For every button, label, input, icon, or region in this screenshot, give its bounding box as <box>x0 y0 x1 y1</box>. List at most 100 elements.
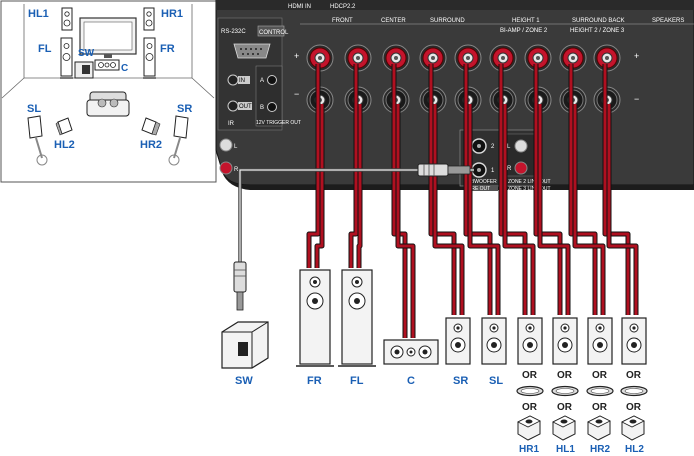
ir-label: IR <box>228 121 235 127</box>
dolby-enabled-speaker-icon <box>517 415 541 441</box>
height-alt-4: OR OR <box>620 370 648 441</box>
terminal-pair-2 <box>344 44 372 114</box>
fr-tower-speaker <box>296 269 334 367</box>
sl-speaker-icon <box>27 115 48 166</box>
ir-out-label: OUT <box>239 104 252 110</box>
zone-r-label: R <box>507 166 512 172</box>
panel-control-label: CONTROL <box>259 30 289 36</box>
subwoofer-label: SUBWOOFER <box>464 179 497 185</box>
label-fr: FR <box>307 375 322 387</box>
terminal-pair-5 <box>454 44 482 114</box>
hl1-bookshelf-speaker <box>552 317 578 365</box>
trigger-b-label: B <box>260 105 264 111</box>
label-sw: SW <box>235 375 253 387</box>
label-hl2: HL2 <box>625 444 644 455</box>
hr2-speaker-icon <box>141 117 161 136</box>
group-surroundback-sub-label: HEIGHT 2 / ZONE 3 <box>570 28 625 34</box>
zone-l-label: L <box>507 144 511 150</box>
or-label: OR <box>557 402 573 413</box>
dolby-enabled-speaker-icon <box>621 415 645 441</box>
polarity-plus-right: + <box>634 51 639 61</box>
height-alt-2: OR OR <box>551 370 579 441</box>
room-label-fl: FL <box>38 43 52 55</box>
room-label-hl1: HL1 <box>28 8 49 20</box>
speaker-terminal-headers: FRONT CENTER SURROUND HEIGHT 1 BI-AMP / … <box>300 18 694 34</box>
room-label-hl2: HL2 <box>54 139 75 151</box>
zone-lineout-label: ZONE 2 LINE OUT <box>508 179 551 185</box>
group-height1-sub-label: BI-AMP / ZONE 2 <box>500 28 548 34</box>
label-fl: FL <box>350 375 364 387</box>
rca-plug-sub <box>233 261 247 311</box>
group-front-label: FRONT <box>332 18 353 24</box>
group-center-label: CENTER <box>381 18 406 24</box>
panel-rs232c-label: RS-232C <box>221 29 246 35</box>
left-l-label: L <box>234 144 238 150</box>
label-sr: SR <box>453 375 468 387</box>
polarity-minus-right: − <box>634 94 639 104</box>
or-label: OR <box>557 370 573 381</box>
hr2-bookshelf-speaker <box>587 317 613 365</box>
rs232c-port <box>233 43 271 59</box>
receiver-rear-panel: HDMI IN HDCP2.2 RS-232C CONTROL IN OUT I… <box>215 0 694 192</box>
trigger-a-label: A <box>260 78 264 84</box>
panel-hdmi-in-label: HDMI IN <box>288 4 311 10</box>
left-r-label: R <box>234 167 239 173</box>
sr-speaker-icon <box>168 115 189 166</box>
dolby-enabled-speaker-icon <box>587 415 611 441</box>
polarity-minus-left: − <box>294 89 299 99</box>
zone-line-label: ZONE 3 LINE OUT <box>508 186 551 192</box>
sl-bookshelf-speaker <box>481 317 507 365</box>
room-layout: HL1 HR1 FL FR SW C SL SR HL2 HR2 <box>0 0 217 183</box>
sofa-icon <box>86 91 130 117</box>
or-label: OR <box>592 402 608 413</box>
label-c: C <box>407 375 415 387</box>
hr1-speaker-icon <box>143 7 155 31</box>
height-speaker-alternatives: OR OR OR OR OR OR OR OR <box>516 370 648 441</box>
polarity-plus-left: + <box>294 51 299 61</box>
fr-speaker-icon <box>143 37 156 79</box>
dolby-enabled-speaker-icon <box>552 415 576 441</box>
subwoofer-cable <box>233 163 474 311</box>
sr-bookshelf-speaker <box>445 317 471 365</box>
subwoofer-unit <box>221 321 269 369</box>
or-label: OR <box>592 370 608 381</box>
room-label-hr2: HR2 <box>140 139 162 151</box>
ir-in-label: IN <box>239 78 245 84</box>
height-alt-3: OR OR <box>586 370 614 441</box>
hl1-speaker-icon <box>61 7 73 31</box>
group-surround-label: SURROUND <box>430 18 465 24</box>
room-label-sw: SW <box>78 48 95 59</box>
sw-speaker-icon <box>74 61 94 79</box>
or-label: OR <box>522 402 538 413</box>
sub-1-label: 1 <box>491 168 495 174</box>
group-height1-label: HEIGHT 1 <box>512 18 540 24</box>
label-hr1: HR1 <box>519 444 539 455</box>
or-label: OR <box>626 402 642 413</box>
speakers-label: SPEAKERS <box>652 18 684 24</box>
terminal-pair-8 <box>559 44 587 114</box>
room-label-sl: SL <box>27 103 41 115</box>
label-hl1: HL1 <box>556 444 575 455</box>
label-sl: SL <box>489 375 503 387</box>
rca-plug-panel <box>417 163 471 177</box>
speaker-cables <box>306 64 639 338</box>
room-label-sr: SR <box>177 103 192 115</box>
c-speaker-icon <box>94 59 120 71</box>
bookshelf-speakers <box>445 317 647 365</box>
or-label: OR <box>626 370 642 381</box>
or-label: OR <box>522 370 538 381</box>
sub-2-label: 2 <box>491 144 495 150</box>
label-hr2: HR2 <box>590 444 610 455</box>
room-label-c: C <box>121 63 128 74</box>
trigger-label: 12V TRIGGER OUT <box>256 120 301 126</box>
room-label-hr1: HR1 <box>161 8 183 20</box>
hl2-speaker-icon <box>55 117 73 136</box>
center-speaker <box>383 339 439 365</box>
group-surroundback-label: SURROUND BACK <box>572 18 625 24</box>
room-label-fr: FR <box>160 43 175 55</box>
hl2-bookshelf-speaker <box>621 317 647 365</box>
height-alt-1: OR OR <box>516 370 544 441</box>
preout-label: PRE OUT <box>468 186 490 192</box>
panel-hdcp-label: HDCP2.2 <box>330 4 356 10</box>
